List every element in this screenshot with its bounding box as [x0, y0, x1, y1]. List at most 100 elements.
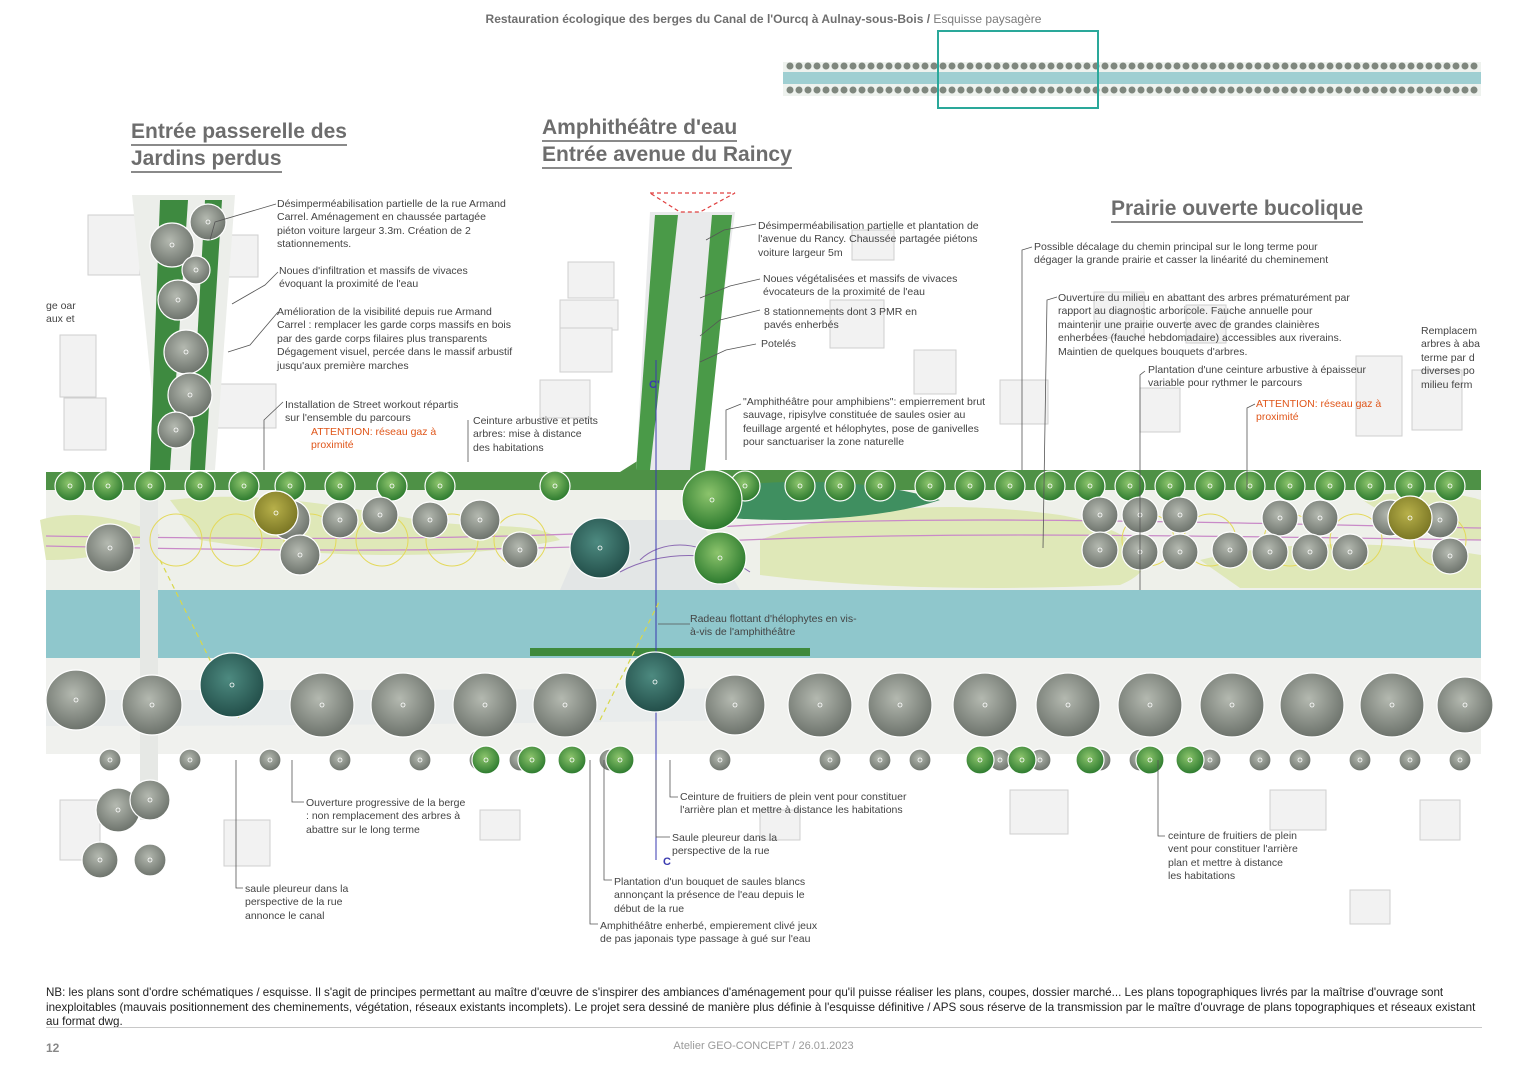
hedge-tree-center [1207, 483, 1213, 489]
canal-water [46, 590, 1481, 658]
minimap-tree [1416, 62, 1424, 70]
minimap-tree [993, 86, 1001, 94]
promenade-tree-center [1447, 553, 1453, 559]
minimap-tree [966, 86, 974, 94]
hedge-tree [1434, 470, 1466, 502]
canal-tree [1279, 672, 1345, 738]
minimap-tree [1263, 62, 1271, 70]
fruit-tree [557, 745, 587, 775]
minimap-tree [1074, 62, 1082, 70]
minimap-tree [1389, 86, 1397, 94]
promenade-tree [321, 501, 359, 539]
minimap-tree [795, 86, 803, 94]
minimap-tree [1110, 62, 1118, 70]
hedge-tree [184, 470, 216, 502]
small-tree-center [1457, 757, 1463, 763]
street-tree-center [205, 219, 211, 225]
canal-tree [532, 672, 598, 738]
hedge-tree [864, 470, 896, 502]
minimap-tree [822, 86, 830, 94]
minimap-tree [1299, 62, 1307, 70]
minimap-tree [1056, 62, 1064, 70]
annotation-noues-vegetalisees: Noues végétalisées et massifs de vivaces… [763, 273, 958, 299]
amphitheatre-tree [681, 469, 743, 531]
minimap-tree [1452, 62, 1460, 70]
fruit-tree-center [1187, 757, 1193, 763]
minimap-tree [1281, 86, 1289, 94]
promenade-tree [501, 531, 539, 569]
gas-warning: ATTENTION: réseau gaz à proximité [1256, 398, 1382, 424]
promenade-tree-center [1097, 547, 1103, 553]
promenade-tree-center [1177, 512, 1183, 518]
promenade-tree [1161, 496, 1199, 534]
canal-tree [1436, 676, 1494, 734]
hedge-tree-center [1047, 483, 1053, 489]
canal-tree-center [319, 702, 325, 708]
south-street-tree-center [147, 857, 153, 863]
minimap-tree [948, 62, 956, 70]
hedge-tree [1234, 470, 1266, 502]
minimap-tree [993, 62, 1001, 70]
hedge-tree [134, 470, 166, 502]
minimap-tree [849, 86, 857, 94]
zone-title-line: Amphithéâtre d'eau [542, 116, 738, 142]
minimap-tree [1299, 86, 1307, 94]
small-tree [1288, 748, 1312, 772]
minimap-tree [912, 62, 920, 70]
fruit-tree [605, 745, 635, 775]
minimap-tree [894, 86, 902, 94]
amphitheatre-tree-center [597, 545, 603, 551]
minimap-tree [1344, 86, 1352, 94]
minimap-tree [1182, 86, 1190, 94]
promenade-tree-center [1267, 549, 1273, 555]
hedge-tree-center [1247, 483, 1253, 489]
small-tree-center [417, 757, 423, 763]
minimap-tree [1128, 62, 1136, 70]
section-mark-c: C [663, 856, 671, 868]
hedge-tree-center [105, 483, 111, 489]
small-tree-center [1257, 757, 1263, 763]
hedge-tree-center [1447, 483, 1453, 489]
street-tree-center [173, 427, 179, 433]
minimap-tree [1020, 62, 1028, 70]
hedge-tree-center [967, 483, 973, 489]
promenade-tree-center [1437, 517, 1443, 523]
promenade-tree [1081, 531, 1119, 569]
minimap-tree [786, 62, 794, 70]
street-tree-center [187, 392, 193, 398]
minimap-tree [1146, 62, 1154, 70]
header-title-rest: Esquisse paysagère [930, 12, 1042, 26]
minimap-tree [1110, 86, 1118, 94]
minimap-tree [867, 62, 875, 70]
minimap-tree [957, 62, 965, 70]
small-tree-center [1357, 757, 1363, 763]
hedge-tree [92, 470, 124, 502]
minimap-tree [1218, 86, 1226, 94]
promenade-tree-center [427, 517, 433, 523]
minimap-tree [1398, 86, 1406, 94]
promenade-tree [279, 534, 321, 576]
hedge-tree [914, 470, 946, 502]
canal-tree-center [482, 702, 488, 708]
hedge-tree-center [797, 483, 803, 489]
minimap-tree [921, 62, 929, 70]
hedge-tree-center [1007, 483, 1013, 489]
minimap-tree [1362, 86, 1370, 94]
street-tree [157, 411, 195, 449]
small-tree-center [827, 757, 833, 763]
minimap-tree [1443, 86, 1451, 94]
minimap-tree [1191, 62, 1199, 70]
minimap-tree [903, 62, 911, 70]
promenade-tree-center [377, 512, 383, 518]
fruit-tree-center [1087, 757, 1093, 763]
fruit-tree-center [529, 757, 535, 763]
promenade-tree-center [337, 517, 343, 523]
minimap-tree [984, 62, 992, 70]
minimap-tree [957, 86, 965, 94]
minimap-tree [822, 62, 830, 70]
olive-tree-center [273, 510, 279, 516]
footer-nb-note: NB: les plans sont d'ordre schématiques … [46, 986, 1476, 1029]
minimap-tree [885, 62, 893, 70]
minimap-tree [1011, 62, 1019, 70]
hedge-tree-center [389, 483, 395, 489]
